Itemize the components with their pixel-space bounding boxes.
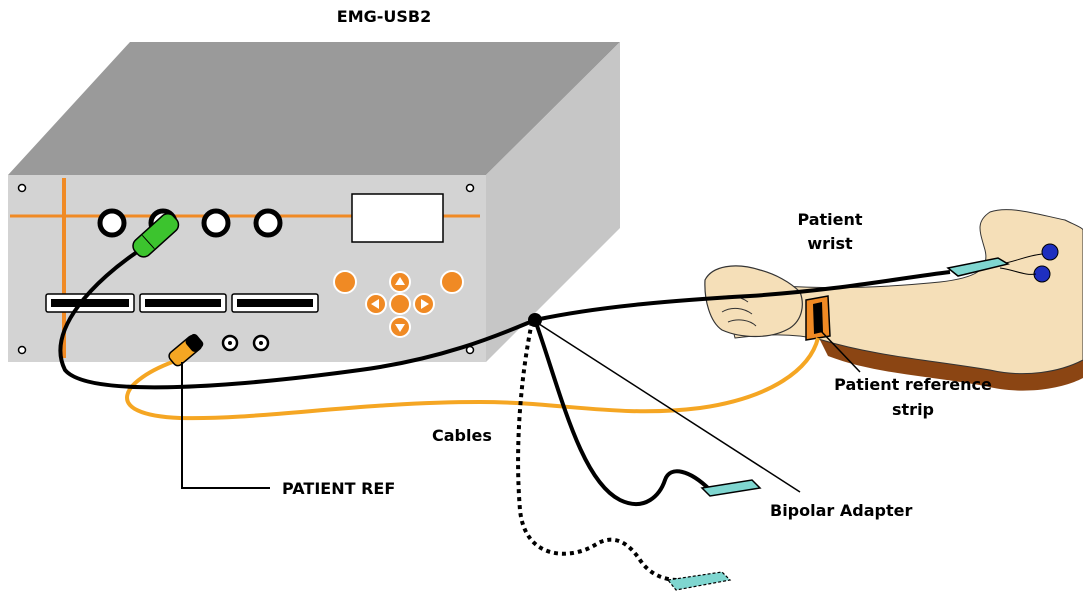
control-button [333,270,357,294]
label-patient-reference-1: Patient reference [834,375,992,394]
bipolar-adapter-leader [535,321,801,493]
label-patient-ref: PATIENT REF [282,479,395,498]
main-cable-to-electrodes [534,270,951,322]
arrow-up-icon [389,271,411,293]
slot-connector [231,293,319,313]
reference-strip-leader [819,329,861,373]
input-socket [97,208,127,238]
fist [704,265,803,338]
arrow-left-icon [365,293,387,315]
patient-ref-connector [168,333,204,367]
dotted-cable [516,321,679,582]
device-title: EMG-USB2 [337,7,431,26]
label-cables: Cables [432,426,492,445]
input-socket [201,208,231,238]
patient-ref-leader [181,362,270,489]
patient-arm [704,209,1083,391]
input-socket [253,208,283,238]
electrode-icon [1033,265,1051,283]
arrow-right-icon [413,293,435,315]
device-top-face [8,42,620,175]
control-button [440,270,464,294]
emg-device [8,42,620,362]
screw [17,345,27,355]
orange-reference-cable [125,337,820,421]
bipolar-adapter-cable [533,319,712,507]
arrow-down-icon [389,316,411,338]
screw [17,183,27,193]
device-side-face [486,42,620,362]
label-patient-wrist-2: wrist [807,234,853,253]
screw [465,183,475,193]
slot-connector [45,293,135,313]
label-bipolar-adapter: Bipolar Adapter [770,501,912,520]
electrode-icon [1041,243,1059,261]
bipolar-adapter-pad [700,479,762,497]
green-connector [132,213,180,258]
ref-socket-center [259,341,263,345]
label-patient-reference-2: strip [892,400,934,419]
center-button [389,293,411,315]
ref-socket-center [228,341,232,345]
green-signal-cable [58,248,536,390]
label-patient-wrist-1: Patient [797,210,862,229]
device-display [351,193,444,243]
slot-connector [139,293,227,313]
electrode-adapter-pad [946,257,1010,277]
dotted-adapter-pad [666,571,732,591]
